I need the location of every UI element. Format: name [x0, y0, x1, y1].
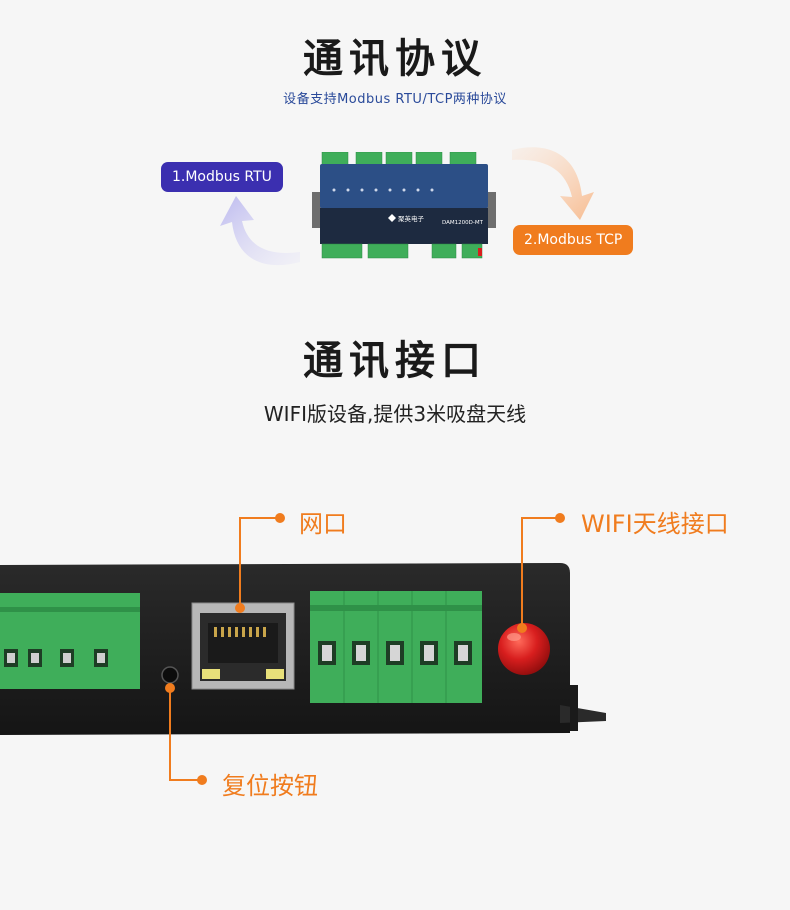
- device-brand: 聚英电子: [398, 214, 425, 223]
- protocol-section-subtitle: 设备支持Modbus RTU/TCP两种协议: [283, 92, 507, 107]
- modbus-rtu-tag: 1.Modbus RTU: [161, 162, 283, 192]
- reset-button-label: 复位按钮: [222, 772, 318, 800]
- top-terminal-blocks: [321, 152, 477, 167]
- interface-section-title: 通讯接口: [303, 338, 487, 384]
- network-port-label: 网口: [299, 510, 347, 538]
- protocol-section-title: 通讯协议: [303, 36, 487, 82]
- interface-section-subtitle: WIFI版设备,提供3米吸盘天线: [263, 402, 527, 426]
- protocol-arrows: [220, 147, 594, 266]
- modbus-tcp-tag: 2.Modbus TCP: [513, 225, 634, 255]
- device-model: DAM1200D-MT: [442, 220, 484, 226]
- device-side-image: [0, 563, 606, 735]
- left-terminal-block: [0, 593, 140, 689]
- arrow-to-rtu: [220, 196, 300, 266]
- arrow-to-tcp: [512, 147, 594, 220]
- device-front-image: 聚英电子 DAM1200D-MT: [312, 152, 496, 259]
- right-terminal-block: [310, 591, 482, 703]
- wifi-antenna-label: WIFI天线接口: [581, 510, 729, 538]
- rj45-port: [191, 602, 295, 690]
